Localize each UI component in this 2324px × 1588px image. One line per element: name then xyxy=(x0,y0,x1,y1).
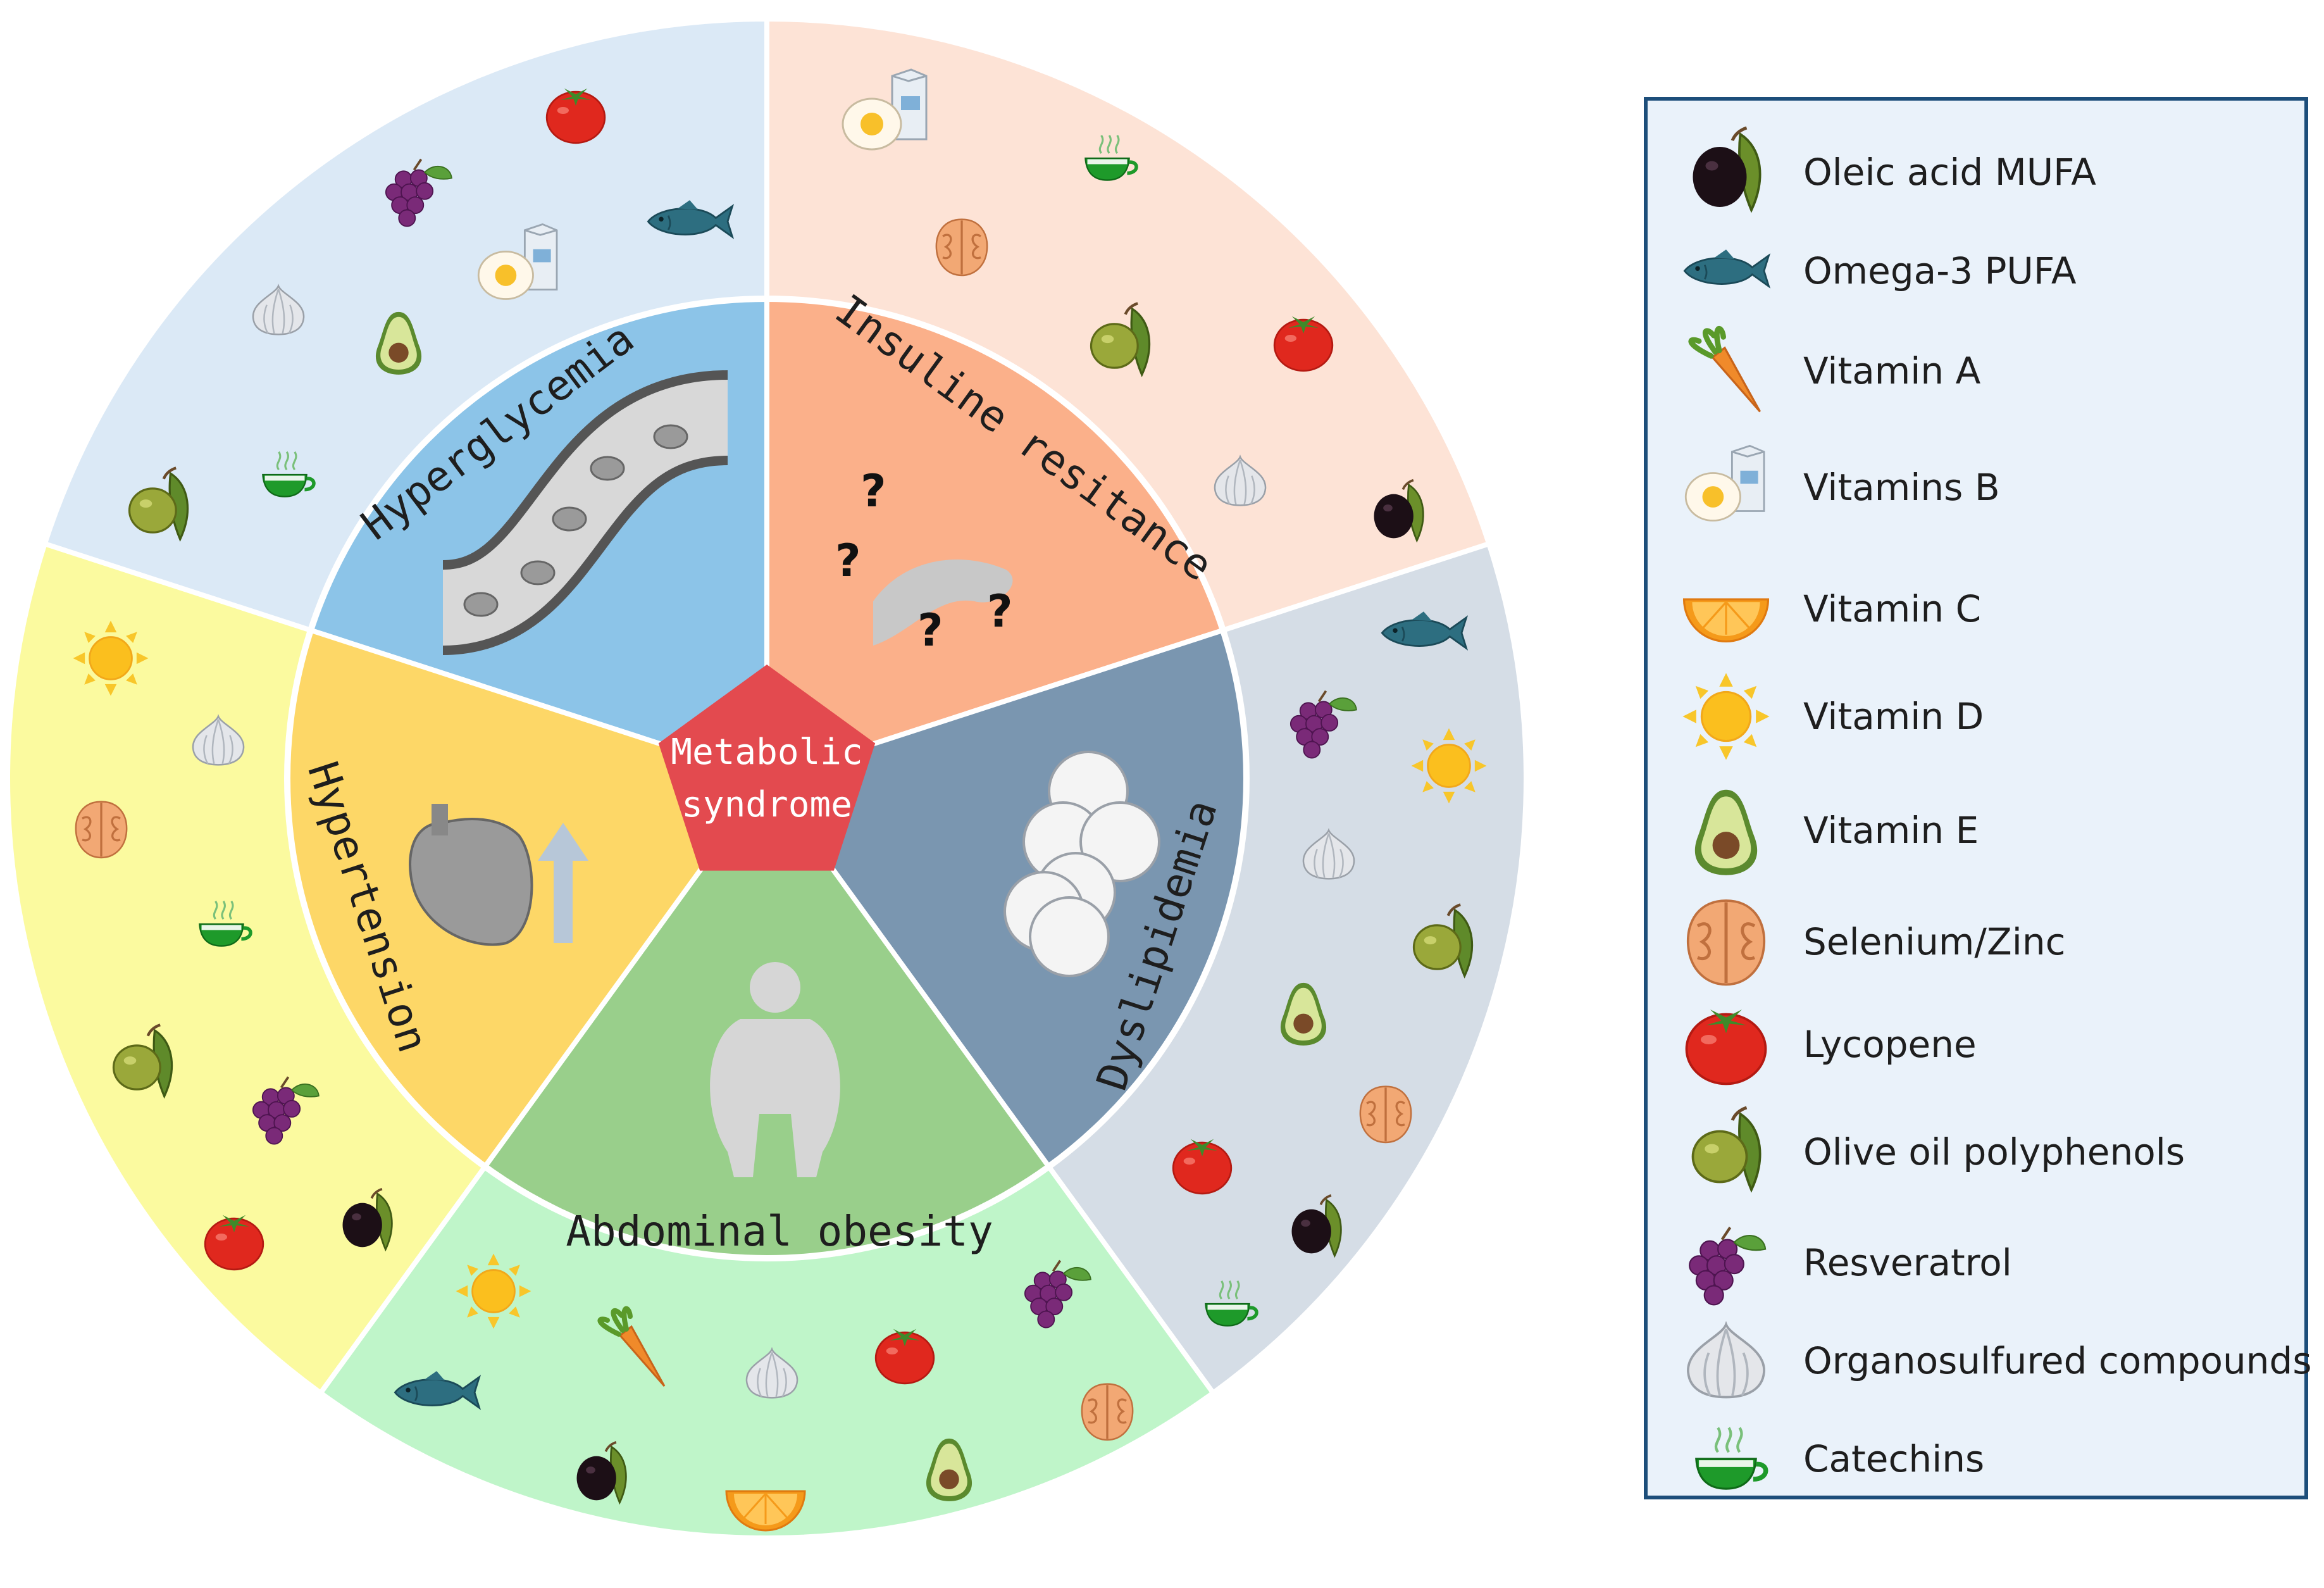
walnut-icon xyxy=(935,218,988,277)
legend-item: Organosulfured compounds xyxy=(1687,1323,2312,1399)
legend-label: Vitamin D xyxy=(1803,695,1984,738)
legend-label: Omega-3 PUFA xyxy=(1803,249,2077,292)
svg-text:?: ? xyxy=(835,535,861,587)
legend-label: Selenium/Zinc xyxy=(1803,920,2065,963)
legend-label: Olive oil polyphenols xyxy=(1803,1130,2185,1173)
legend-item: Oleic acid MUFA xyxy=(1693,128,2096,210)
walnut-icon xyxy=(1081,1383,1134,1441)
pancreas-question-icon: ???? xyxy=(835,465,1013,656)
legend-item: Vitamins B xyxy=(1684,444,2000,522)
walnut-icon xyxy=(1688,901,1764,985)
legend-item: Vitamin C xyxy=(1684,587,1981,641)
fat-cells-icon xyxy=(1004,751,1160,977)
center-pentagon xyxy=(658,665,876,871)
heart-arrow-icon xyxy=(409,804,588,946)
legend: Oleic acid MUFA Omega-3 PUFA Vitamin A Vita… xyxy=(1644,97,2312,1499)
ring-divider xyxy=(284,296,1250,1261)
legend-label: Vitamin C xyxy=(1803,587,1981,630)
svg-text:?: ? xyxy=(861,465,886,517)
legend-item: Catechins xyxy=(1696,1428,1984,1489)
legend-item: Selenium/Zinc xyxy=(1688,901,2065,985)
legend-item: Resveratrol xyxy=(1689,1227,2012,1304)
legend-item: Vitamin A xyxy=(1691,328,1981,411)
legend-label: Oleic acid MUFA xyxy=(1803,151,2096,194)
legend-label: Vitamin E xyxy=(1803,809,1979,852)
segment-label: Abdominal obesity xyxy=(566,1207,993,1256)
legend-item: Olive oil polyphenols xyxy=(1693,1108,2185,1190)
svg-text:?: ? xyxy=(917,604,943,656)
svg-text:?: ? xyxy=(987,585,1013,637)
sun-icon xyxy=(72,620,149,697)
legend-item: Vitamin E xyxy=(1694,789,1979,875)
walnut-icon xyxy=(1359,1085,1412,1144)
sun-icon xyxy=(1410,727,1488,804)
inner-illustrations: ???? xyxy=(409,370,1160,1177)
legend-label: Lycopene xyxy=(1803,1023,1977,1066)
center-node: Metabolic syndrome xyxy=(658,665,876,871)
legend-label: Vitamins B xyxy=(1803,466,2000,509)
center-label-line2: syndrome xyxy=(681,784,852,825)
legend-items: Oleic acid MUFA Omega-3 PUFA Vitamin A Vita… xyxy=(1681,128,2312,1489)
sun-icon xyxy=(455,1253,532,1330)
legend-item: Lycopene xyxy=(1685,1008,1977,1085)
walnut-icon xyxy=(75,800,128,859)
sun-icon xyxy=(1681,672,1771,761)
legend-label: Organosulfured compounds xyxy=(1803,1339,2312,1382)
legend-label: Vitamin A xyxy=(1803,349,1981,392)
legend-item: Omega-3 PUFA xyxy=(1684,249,2077,292)
legend-box xyxy=(1644,97,2308,1499)
legend-label: Catechins xyxy=(1803,1437,1984,1480)
body-silhouette-icon xyxy=(710,962,840,1177)
legend-label: Resveratrol xyxy=(1803,1241,2012,1284)
center-label-line1: Metabolic xyxy=(671,732,862,773)
blood-vessel-icon xyxy=(440,370,730,655)
legend-item: Vitamin D xyxy=(1681,672,1984,761)
